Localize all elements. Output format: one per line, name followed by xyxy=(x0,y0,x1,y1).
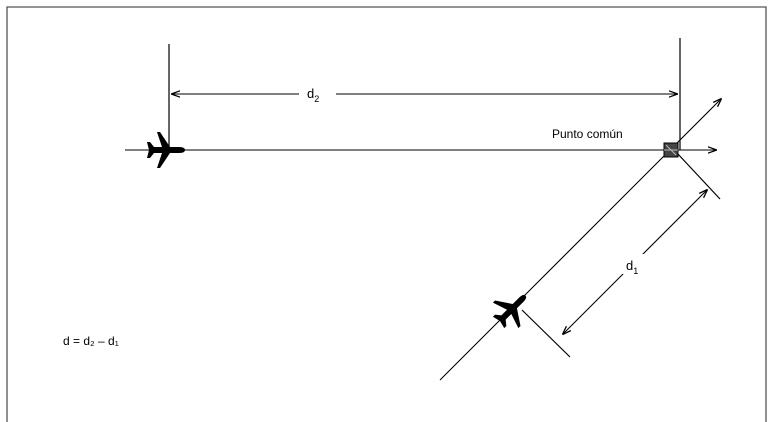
d1-label-background xyxy=(622,254,646,274)
airplane-icon xyxy=(492,294,527,329)
d1-extension-common-point xyxy=(676,152,721,200)
formula-label: d = d₂ – d₁ xyxy=(63,334,119,348)
d1-label: d1 xyxy=(626,258,638,276)
diagonal-track xyxy=(439,99,721,381)
common-point-label: Punto común xyxy=(552,127,623,141)
diagram-frame xyxy=(6,6,767,422)
common-point-icon xyxy=(663,142,679,158)
airplane-icon xyxy=(147,132,185,168)
d2-label: d2 xyxy=(307,86,319,104)
d1-extension-aircraft xyxy=(521,309,571,358)
